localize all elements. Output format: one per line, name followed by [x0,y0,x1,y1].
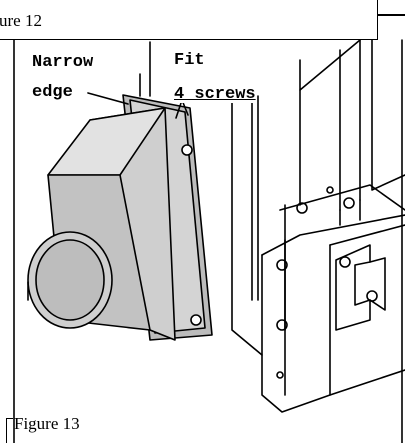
top-rule [378,14,405,16]
figure12-caption: ure 12 [0,11,42,30]
label-fit: Fit [174,51,205,70]
unit-screws [276,186,378,379]
label-narrow: Narrow [32,53,94,72]
figure13-mark [6,418,13,443]
label-edge: edge [32,83,73,102]
narrow-edge-leader [87,92,129,105]
label-screws: 4 screws [174,85,256,104]
duct-adapter [27,94,213,341]
unit-body [149,39,405,413]
figure12-caption-box: ure 12 [0,0,378,40]
figure13-caption: Figure 13 [14,414,80,433]
screws-leader-2 [175,99,183,119]
flange-screws [181,144,202,326]
